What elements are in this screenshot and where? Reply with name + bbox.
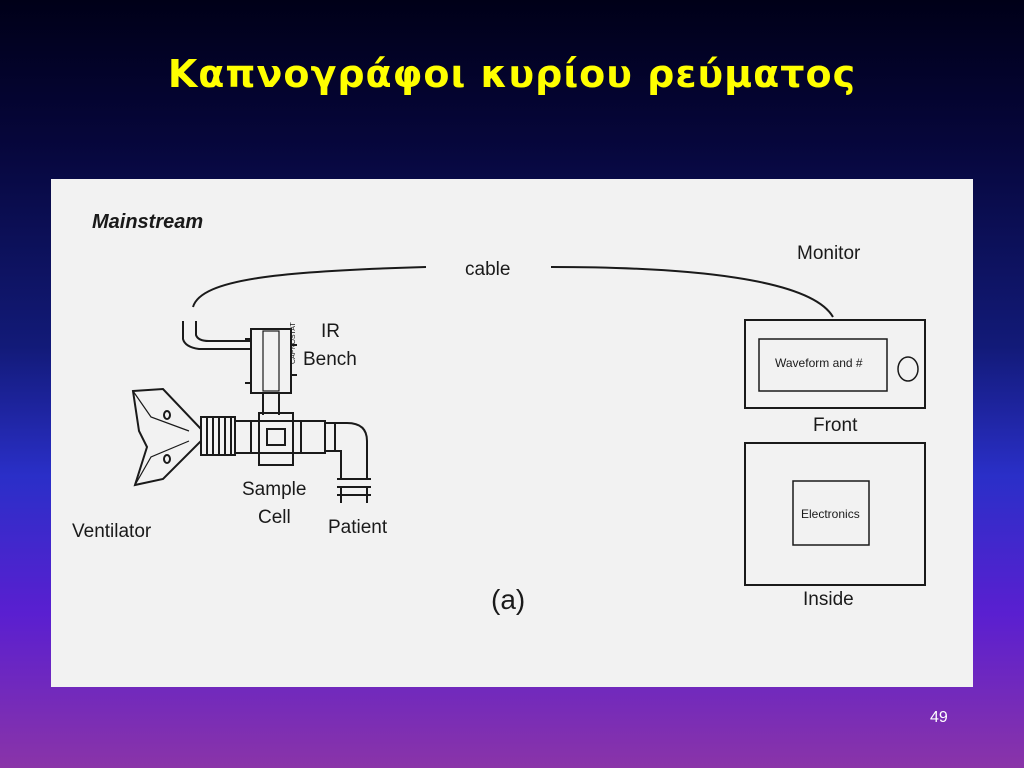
monitor-front xyxy=(744,319,926,409)
cell-label: Cell xyxy=(258,507,291,528)
ir-label: IR xyxy=(321,321,340,342)
ir-bench-body xyxy=(250,328,292,394)
monitor-label: Monitor xyxy=(797,243,861,264)
front-label: Front xyxy=(813,415,858,436)
ventilator-label: Ventilator xyxy=(72,521,152,542)
electronics-text: Electronics xyxy=(801,507,860,521)
cable-line-left xyxy=(192,266,427,308)
monitor-knob xyxy=(897,356,919,382)
bench-label: Bench xyxy=(303,349,357,370)
patient-label: Patient xyxy=(328,517,388,538)
sample-label: Sample xyxy=(242,479,307,500)
electronics-box xyxy=(792,480,870,546)
slide-number: 49 xyxy=(930,709,948,726)
sensor-tube xyxy=(182,321,251,350)
sample-cell xyxy=(234,420,326,454)
cable-label: cable xyxy=(465,259,511,280)
monitor-screen xyxy=(758,338,888,392)
cable-line-right xyxy=(550,266,834,318)
patient-elbow xyxy=(335,422,368,479)
capnostat-text: CAPNOSTAT xyxy=(290,322,297,364)
diagram-drawing: CAPNOSTAT xyxy=(131,266,926,586)
monitor-inside xyxy=(744,442,926,586)
monitor-screen-text: Waveform and # xyxy=(775,356,863,370)
slide-title: Καπνογράφοι κυρίου ρεύματος xyxy=(167,52,857,96)
figure-label: (a) xyxy=(491,584,526,615)
mainstream-heading: Mainstream xyxy=(92,211,204,233)
ventilator-y-connector xyxy=(131,387,202,487)
inside-label: Inside xyxy=(803,589,854,610)
capnograph-diagram: CAPNOSTAT Mainstream cable Monitor IR Be… xyxy=(51,179,973,687)
